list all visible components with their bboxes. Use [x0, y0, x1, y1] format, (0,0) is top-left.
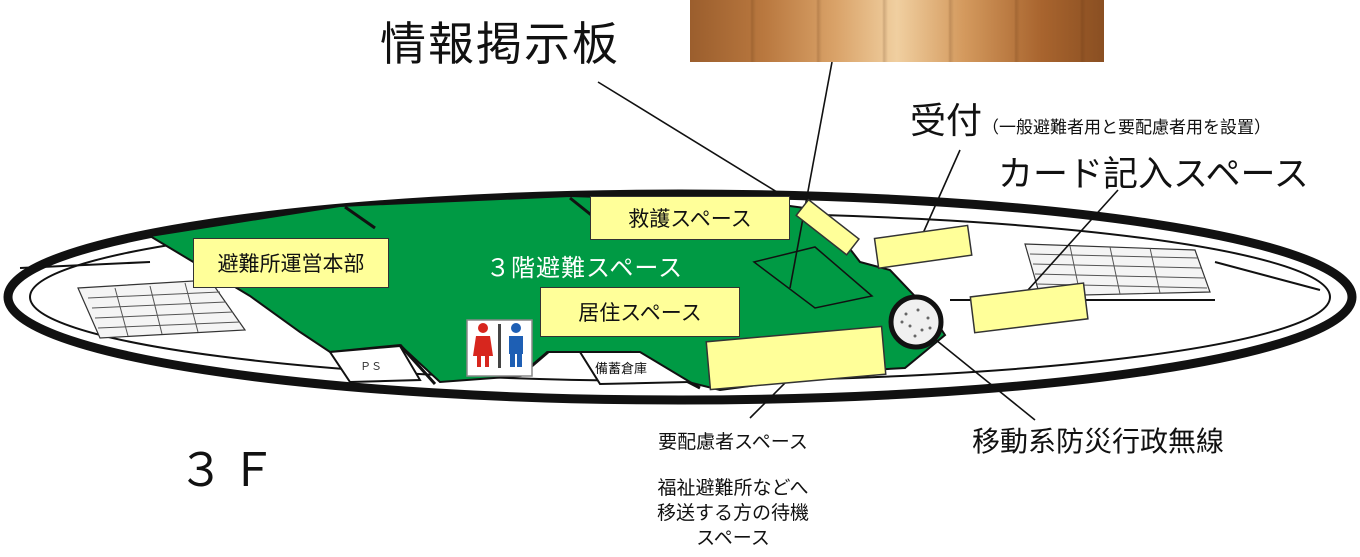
transfer-note-line: スペース [696, 527, 770, 549]
bulletin-board-title: 情報掲示板 [380, 17, 620, 71]
transfer-note: 福祉避難所などへ 移送する方の待機 スペース [628, 476, 838, 551]
hatch-area [752, 246, 874, 309]
living-space-box: 居住スペース [540, 287, 740, 337]
toilet-male-icon [509, 323, 523, 367]
reception-label: 受付（一般避難者用と要配慮者用を設置） [910, 92, 1271, 144]
rescue-space-box: 救護スペース [590, 196, 790, 240]
transfer-note-line: 福祉避難所などへ [657, 477, 809, 499]
floor-label: ３Ｆ [178, 443, 282, 497]
card-space-label: カード記入スペース [998, 155, 1309, 195]
reception-main: 受付 [910, 101, 983, 142]
care-space-label: 要配慮者スペース [658, 431, 808, 453]
care-space-box [705, 325, 887, 391]
floor-space-label: ３階避難スペース [486, 254, 684, 282]
ps-label: ＰＳ [360, 360, 382, 373]
storage-room [578, 351, 694, 386]
radio-label: 移動系防災行政無線 [972, 425, 1225, 458]
hq-box: 避難所運営本部 [193, 238, 389, 288]
ps-room [328, 344, 422, 384]
reception-box [873, 224, 973, 270]
storage-label: 備蓄倉庫 [595, 362, 648, 377]
card-space-box [969, 282, 1089, 334]
reception-note: （一般避難者用と要配慮者用を設置） [982, 118, 1272, 138]
transfer-note-line: 移送する方の待機 [656, 502, 809, 524]
bulletin-board-box [795, 198, 861, 256]
radio-circle [888, 294, 944, 350]
floor-photo [690, 0, 1104, 62]
toilet-female-icon [473, 323, 493, 367]
